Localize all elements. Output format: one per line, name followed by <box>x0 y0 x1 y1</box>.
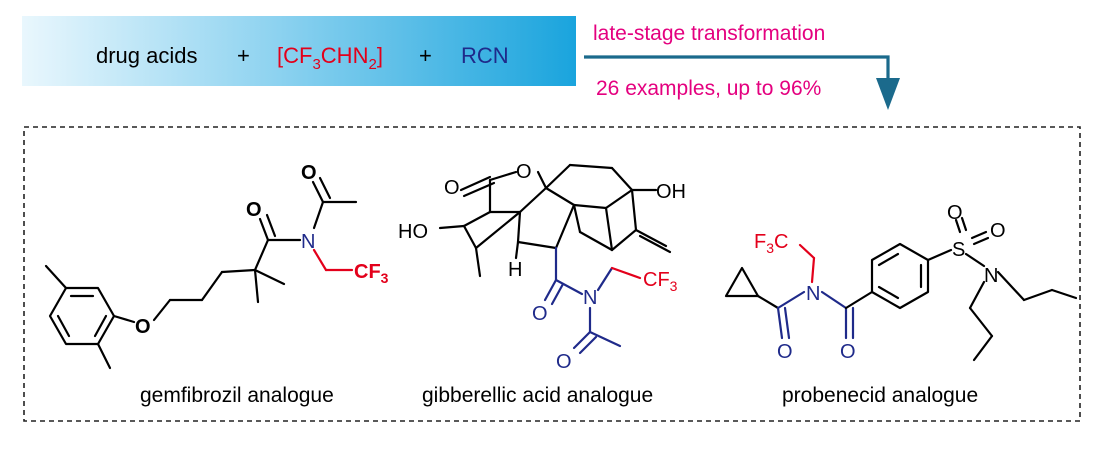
reactants-box: drug acids + [CF3CHN2] + RCN <box>22 16 576 86</box>
caption-probenecid-analogue: probenecid analogue <box>782 384 978 407</box>
arrow-label-bottom: 26 examples, up to 96% <box>596 77 821 100</box>
group-trifluoromethyl: CF3 <box>354 261 389 286</box>
atom-benzoyl-carbonyl-oxygen: O <box>840 341 856 363</box>
plus-sign-2: + <box>419 43 432 68</box>
reactant-drug-acids: drug acids <box>96 43 198 68</box>
atom-sulfonyl-oxygen-top: O <box>947 202 963 224</box>
group-probenecid-trifluoromethyl: F3C <box>754 231 788 256</box>
atom-cyclopropyl-carbonyl-oxygen: O <box>777 341 793 363</box>
plus-sign-1: + <box>237 43 250 68</box>
atom-sulfur: S <box>952 239 965 261</box>
reactant-nitrile: RCN <box>461 43 509 68</box>
group-gibberellic-trifluoromethyl: CF3 <box>643 269 678 294</box>
atom-amide-nitrogen: N <box>301 231 315 253</box>
atom-gibberellic-amide-oxygen: O <box>532 303 548 325</box>
group-hydroxyl-left: HO <box>398 221 428 243</box>
caption-gemfibrozil-analogue: gemfibrozil analogue <box>140 384 334 407</box>
arrow-label-top: late-stage transformation <box>593 22 825 45</box>
reactant-diazo: [CF3CHN2] <box>277 43 383 73</box>
atom-gibberellic-acetyl-oxygen: O <box>556 351 572 373</box>
atom-amide-oxygen: O <box>246 199 262 221</box>
atom-stereo-hydrogen: H <box>508 259 522 281</box>
atom-gibberellic-amide-nitrogen: N <box>583 287 597 309</box>
cyclopropyl-ring <box>724 266 760 298</box>
atom-sulfonyl-oxygen-right: O <box>990 220 1006 242</box>
structure-gibberellic-acid-analogue: O O HO OH H O N CF3 O gibberellic acid a… <box>398 161 686 407</box>
reaction-arrow-line <box>584 55 890 82</box>
probenecid-benzene-ring <box>870 242 930 310</box>
group-hydroxyl-right: OH <box>656 181 686 203</box>
reactants-box-background <box>22 16 576 86</box>
atom-ether-oxygen: O <box>135 316 151 338</box>
structure-probenecid-analogue: F3C N O O S O O N probenecid analogue <box>724 202 1078 407</box>
structure-gemfibrozil-analogue: O O N O CF3 gemfibrozil analogue <box>44 162 389 407</box>
atom-acetyl-oxygen: O <box>301 162 317 184</box>
reaction-arrow-head <box>876 78 900 110</box>
atom-lactone-ring-oxygen: O <box>516 161 532 183</box>
atom-lactone-carbonyl-oxygen: O <box>444 177 460 199</box>
atom-imide-nitrogen: N <box>806 283 820 305</box>
reaction-arrow: late-stage transformation 26 examples, u… <box>584 22 900 110</box>
atom-sulfonamide-nitrogen: N <box>984 265 998 287</box>
caption-gibberellic-acid-analogue: gibberellic acid analogue <box>422 384 653 407</box>
